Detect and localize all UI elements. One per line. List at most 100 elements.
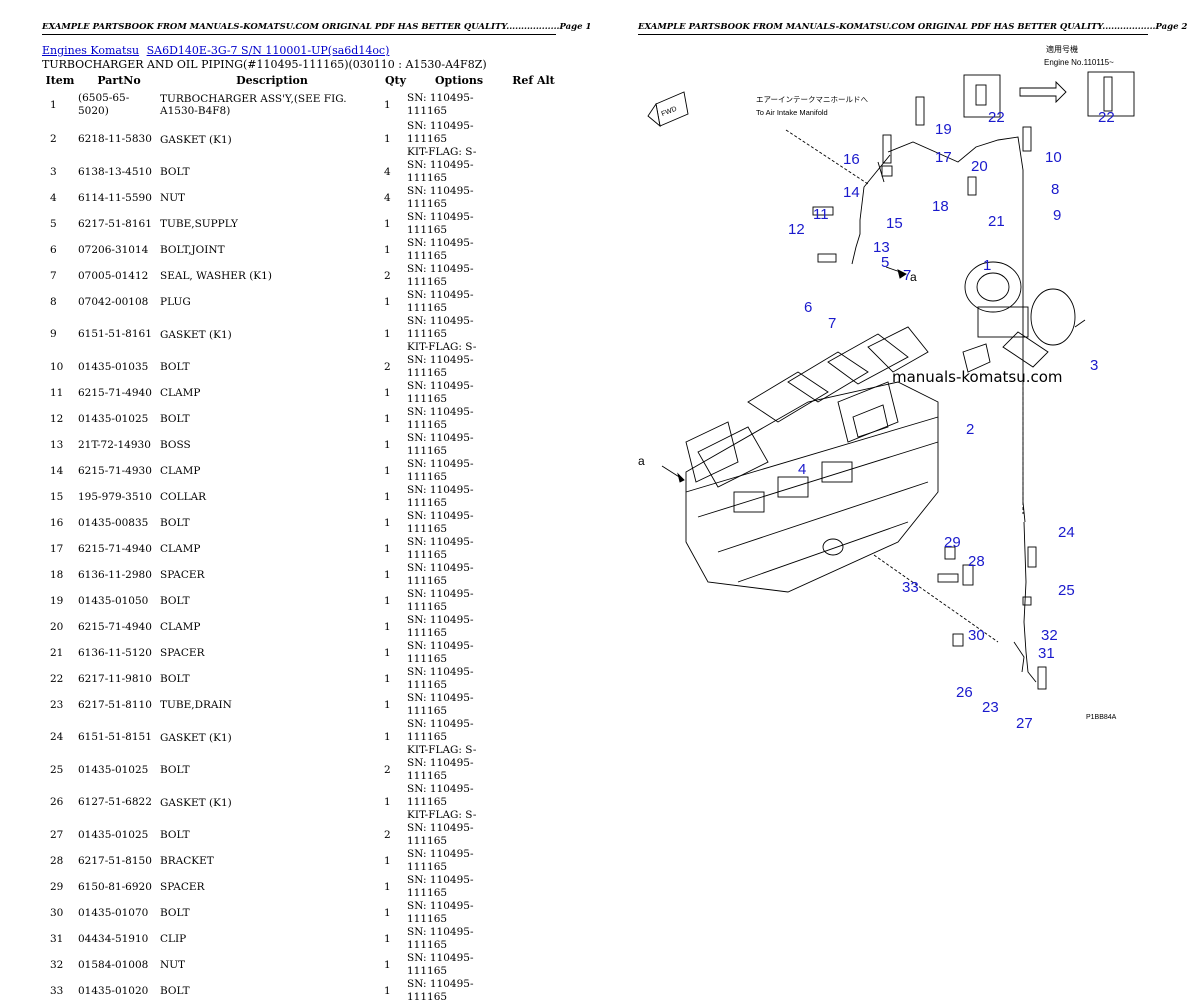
callout-number: 11 xyxy=(813,206,829,223)
cell-partno: 6217-11-9810 xyxy=(78,672,152,685)
callout-number: 29 xyxy=(944,534,961,551)
cell-item: 26 xyxy=(50,796,64,808)
cell-desc: GASKET (K1) xyxy=(160,731,232,744)
cell-partno: 6218-11-5830 xyxy=(78,133,152,145)
cell-ref-alt xyxy=(511,120,556,159)
cell-desc: CLIP xyxy=(160,933,187,945)
cell-partno: 07206-31014 xyxy=(78,243,149,256)
supply-tube-drawing xyxy=(887,136,1026,523)
leader-lines xyxy=(785,129,1024,643)
cell-options: SN: 110495-111165 xyxy=(407,666,511,692)
cell-qty: 1 xyxy=(384,516,391,529)
callout-number: 23 xyxy=(982,699,999,716)
cell-qty: 1 xyxy=(384,542,391,555)
callout-number: 30 xyxy=(968,627,985,644)
cell-options: SN: 110495-111165 xyxy=(407,237,511,263)
cell-qty: 1 xyxy=(384,932,391,945)
cell-desc: GASKET (K1) xyxy=(160,796,232,809)
cell-partno: 07005-01412 xyxy=(78,269,149,282)
cell-desc: TURBOCHARGER ASS'Y,(SEE FIG. A1530-B4F8) xyxy=(160,93,347,117)
options-serial: SN: 110495-111165 xyxy=(407,978,474,1003)
cell-partno: 6217-51-8110 xyxy=(78,698,152,711)
cell-qty: 1 xyxy=(384,646,391,659)
cell-qty: 2 xyxy=(384,360,391,373)
cell-item: 18 xyxy=(50,568,64,581)
cell-ref-alt xyxy=(511,458,556,484)
cell-item: 21 xyxy=(50,646,64,659)
cell-partno: 21T-72-14930 xyxy=(78,438,151,451)
callout-number: 3 xyxy=(1090,357,1098,374)
cell-qty: 1 xyxy=(384,386,391,399)
cell-qty: 1 xyxy=(384,464,391,477)
cell-ref-alt xyxy=(511,978,556,1004)
options-kit-flag: KIT-FLAG: S- xyxy=(407,809,477,821)
cell-ref-alt xyxy=(511,926,556,952)
cell-desc: TUBE,SUPPLY xyxy=(160,218,238,230)
cell-item: 23 xyxy=(50,698,64,711)
breadcrumb-link-engines[interactable]: Engines Komatsu xyxy=(42,44,140,57)
options-serial: SN: 110495-111165 xyxy=(407,692,474,717)
cell-desc: PLUG xyxy=(160,296,191,308)
callout-number: 5 xyxy=(881,254,889,271)
callout-number: 24 xyxy=(1058,524,1075,541)
cell-qty: 1 xyxy=(384,98,391,111)
cell-options: SN: 110495-111165 xyxy=(407,926,511,952)
cell-options: SN: 110495-111165 xyxy=(407,263,511,289)
cell-ref-alt xyxy=(511,848,556,874)
cell-desc: BRACKET xyxy=(160,855,214,867)
cell-ref-alt xyxy=(511,237,556,263)
cell-partno: 6151-51-8151 xyxy=(78,731,152,743)
cell-qty: 1 xyxy=(384,672,391,685)
cell-ref-alt xyxy=(511,718,556,757)
parts-list-page: EXAMPLE PARTSBOOK FROM MANUALS-KOMATSU.C… xyxy=(42,22,591,1004)
cell-qty: 4 xyxy=(384,165,391,178)
cell-partno: (6505-65-5020) xyxy=(78,92,130,117)
options-serial: SN: 110495-111165 xyxy=(407,458,474,483)
cell-options: SN: 110495-111165 xyxy=(407,614,511,640)
cell-options: SN: 110495-111165 xyxy=(407,185,511,211)
intake-note-en: To Air Intake Manifold xyxy=(756,108,828,117)
cell-ref-alt xyxy=(511,614,556,640)
cell-ref-alt xyxy=(511,185,556,211)
cell-item: 9 xyxy=(50,328,57,340)
cell-item: 28 xyxy=(50,854,64,867)
cell-item: 14 xyxy=(50,464,64,477)
cell-qty: 1 xyxy=(384,438,391,451)
cell-desc: BOLT xyxy=(160,166,190,178)
cell-desc: BOLT xyxy=(160,985,190,997)
options-serial: SN: 110495-111165 xyxy=(407,510,474,535)
cell-desc: BOLT xyxy=(160,595,190,607)
col-header-item: Item xyxy=(45,74,75,87)
cell-ref-alt xyxy=(511,666,556,692)
options-kit-flag: KIT-FLAG: S- xyxy=(407,744,477,756)
cell-ref-alt xyxy=(511,159,556,185)
breadcrumb-link-model[interactable]: SA6D140E-3G-7 S/N 110001-UP(sa6d14oc) xyxy=(146,44,390,57)
cell-qty: 1 xyxy=(384,731,391,743)
cell-options: SN: 110495-111165 xyxy=(407,692,511,718)
options-serial: SN: 110495-111165 xyxy=(407,848,474,873)
cell-options: SN: 110495-111165 xyxy=(407,289,511,315)
engine-block-drawing xyxy=(685,326,939,593)
options-serial: SN: 110495-111165 xyxy=(407,757,474,782)
cell-desc: SPACER xyxy=(160,881,205,893)
cell-options: SN: 110495-111165 xyxy=(407,822,511,848)
cell-qty: 1 xyxy=(384,594,391,607)
turbocharger-drawing xyxy=(964,261,1086,368)
cell-qty: 1 xyxy=(384,490,391,503)
callout-number: 22 xyxy=(988,109,1005,126)
cell-item: 3 xyxy=(50,165,57,178)
options-serial: SN: 110495-111165 xyxy=(407,120,474,145)
